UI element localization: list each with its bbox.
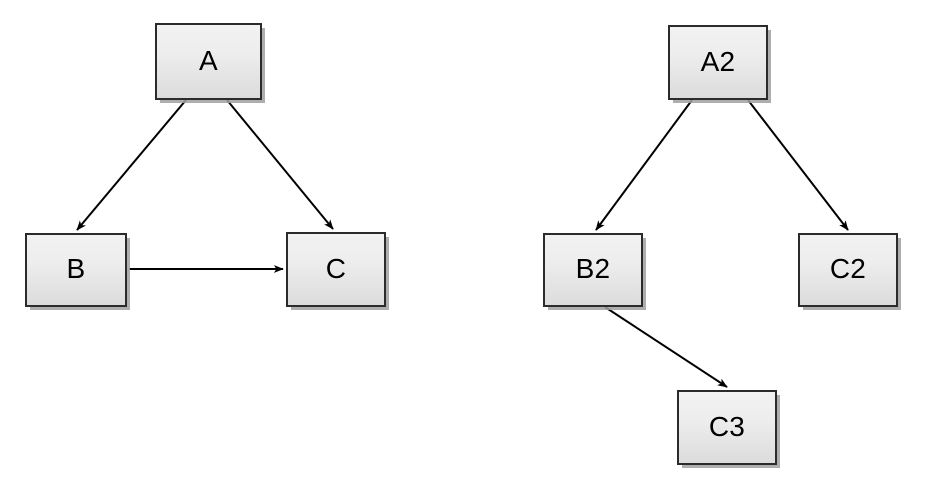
node-a[interactable]: A — [155, 23, 262, 100]
node-label-b: B — [66, 253, 86, 284]
edge-a-to-b — [76, 99, 187, 231]
node-label-a2: A2 — [700, 45, 736, 77]
node-c3[interactable]: C3 — [677, 390, 777, 465]
edge-a2-to-c2 — [747, 99, 849, 231]
edge-b2-to-c3 — [604, 306, 728, 388]
node-c[interactable]: C — [286, 232, 386, 307]
node-label-b2: B2 — [575, 253, 611, 284]
edge-a2-to-b2 — [595, 99, 693, 231]
edge-a-to-c — [226, 99, 334, 230]
node-a2[interactable]: A2 — [668, 25, 768, 100]
node-label-c2: C2 — [829, 253, 867, 284]
node-b[interactable]: B — [25, 233, 127, 307]
node-b2[interactable]: B2 — [543, 233, 643, 307]
node-c2[interactable]: C2 — [798, 233, 898, 307]
node-label-a: A — [199, 44, 218, 76]
node-label-c: C — [325, 252, 347, 284]
node-label-c3: C3 — [708, 410, 746, 442]
